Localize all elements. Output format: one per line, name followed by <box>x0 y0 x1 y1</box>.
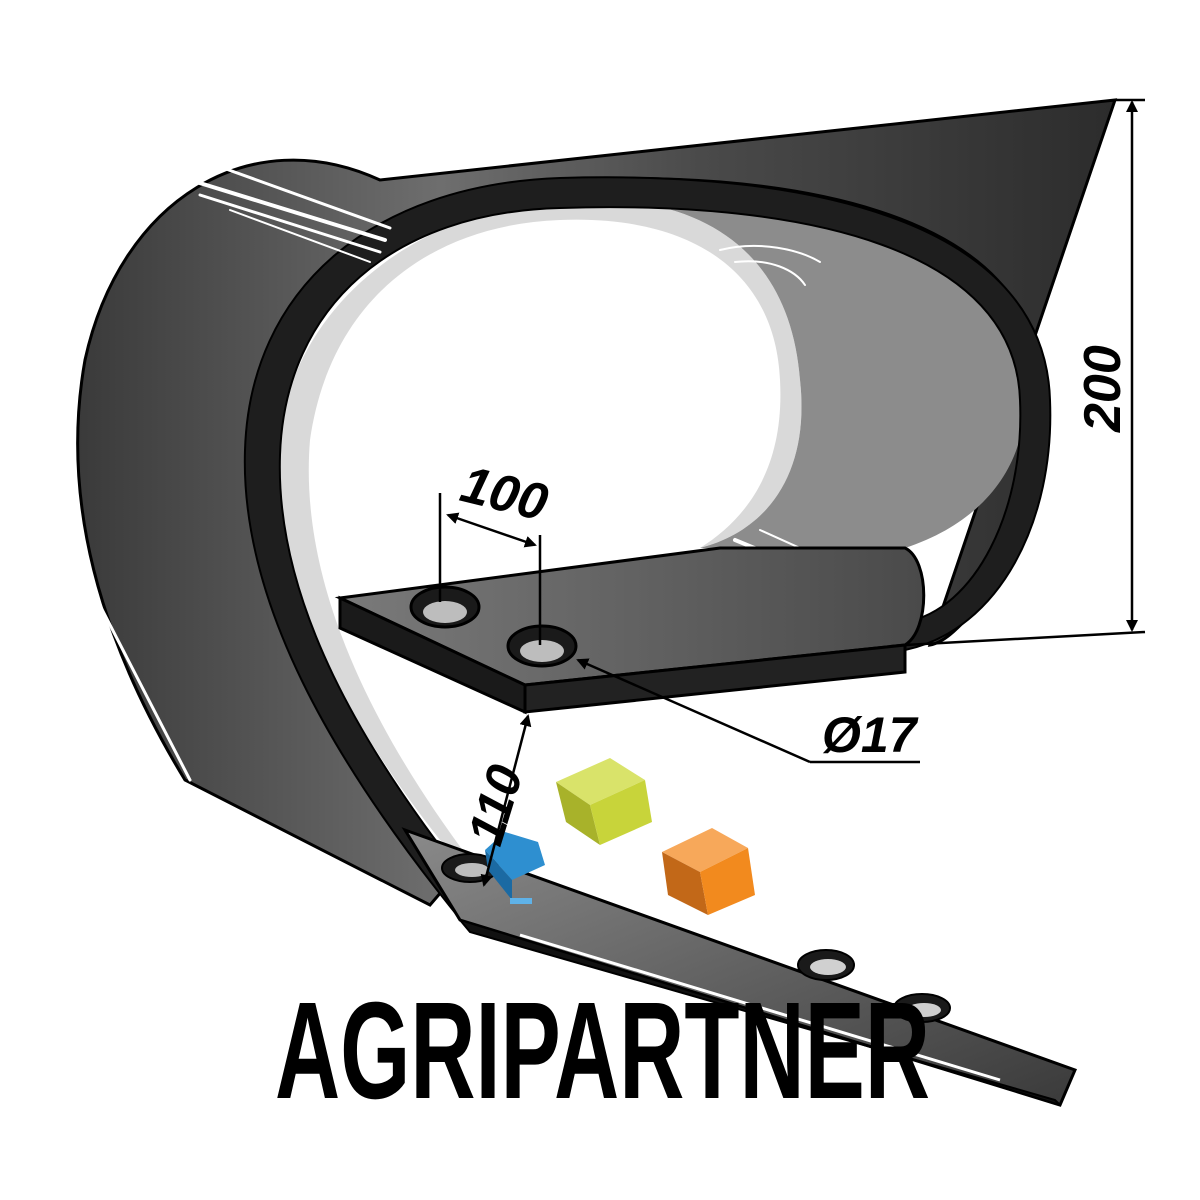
tine-inner-surface <box>277 198 1026 860</box>
label-hole-spacing: 100 <box>455 455 553 532</box>
lower-hole-3 <box>893 993 951 1023</box>
label-height: 200 <box>1074 345 1132 433</box>
upper-hole-1 <box>409 585 481 629</box>
lower-hole-2 <box>797 949 855 981</box>
dimension-gap <box>480 714 532 887</box>
logo-cube-yellow-green <box>556 758 652 845</box>
dimension-hole-diameter <box>576 658 920 764</box>
lower-plate <box>401 827 1078 1107</box>
dimension-height <box>904 98 1146 647</box>
brand-logo-text: AGRIPARTNER <box>275 974 930 1128</box>
label-hole-diameter: Ø17 <box>822 707 919 763</box>
upper-mounting-plate <box>334 546 926 715</box>
upper-hole-2 <box>506 624 578 668</box>
dimension-hole-spacing <box>438 493 542 645</box>
logo-cube-orange <box>662 828 755 915</box>
